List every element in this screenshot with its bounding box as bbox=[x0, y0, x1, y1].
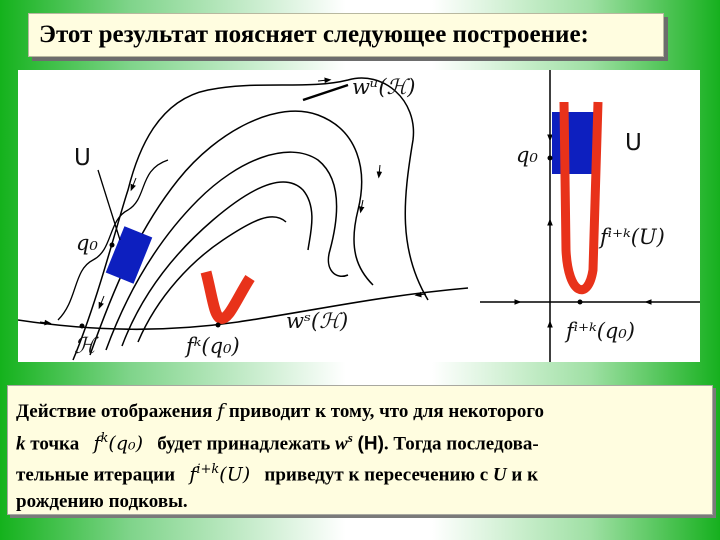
line1-text-a: Действие отображения bbox=[16, 401, 213, 422]
horseshoe-diagram: wᵘ(ℋ) U q₀ ℋ fᵏ(q₀) wˢ(ℋ) q₀ U fⁱ⁺ᵏ(U) f… bbox=[18, 70, 700, 362]
label-U-left: U bbox=[74, 145, 91, 171]
U-pointer-line bbox=[97, 169, 121, 241]
unstable-arrow-1 bbox=[317, 77, 332, 84]
line3-text-a: тельные итерации bbox=[16, 464, 176, 486]
label-fk-q0: fᵏ(q₀) bbox=[184, 334, 240, 358]
explanation-line-1: Действие отображения f приводит к тому, … bbox=[16, 400, 544, 423]
red-horseshoe-left bbox=[200, 270, 255, 324]
point-q0-left bbox=[109, 242, 115, 248]
point-q0-right bbox=[547, 155, 553, 161]
unstable-fold-inner bbox=[137, 216, 287, 343]
line2-math-sup: k bbox=[100, 431, 109, 446]
line3-U: U bbox=[492, 464, 507, 486]
slide-title: Этот результат поясняет следующее постро… bbox=[39, 21, 589, 48]
unstable-arrow-3 bbox=[376, 164, 383, 179]
unstable-arrow-2 bbox=[358, 199, 365, 214]
title-banner: Этот результат поясняет следующее постро… bbox=[28, 13, 664, 57]
line1-text-b: приводит к тому, что для некоторого bbox=[228, 401, 545, 422]
line2-math-f: f bbox=[93, 432, 101, 455]
neighborhood-U-left bbox=[105, 226, 153, 284]
unstable-fold-3 bbox=[121, 181, 313, 347]
wu-pointer-line bbox=[302, 83, 349, 102]
line3-math-sup: i+k bbox=[196, 462, 220, 477]
explanation-line-3: тельные итерации fi+k(U) приведут к пере… bbox=[16, 462, 538, 486]
explanation-panel: Действие отображения f приводит к тому, … bbox=[7, 385, 713, 515]
point-fik-q0 bbox=[577, 299, 583, 305]
label-ws: wˢ(ℋ) bbox=[286, 309, 348, 333]
line2-s: s bbox=[347, 430, 353, 445]
line1-math-f: f bbox=[217, 400, 225, 422]
label-U-right: U bbox=[625, 130, 642, 156]
unstable-arrow-5 bbox=[98, 295, 105, 310]
line2-text-b: будет принадлежать bbox=[157, 433, 331, 455]
diagram-svg: wᵘ(ℋ) U q₀ ℋ fᵏ(q₀) wˢ(ℋ) q₀ U fⁱ⁺ᵏ(U) f… bbox=[18, 70, 700, 362]
label-wu: wᵘ(ℋ) bbox=[352, 75, 416, 99]
unstable-arrow-4 bbox=[130, 177, 137, 192]
point-fk-q0 bbox=[215, 322, 221, 328]
label-fik-U: fⁱ⁺ᵏ(U) bbox=[598, 225, 665, 249]
line2-w: w bbox=[335, 433, 348, 455]
stable-arrow-left bbox=[39, 319, 52, 326]
label-q0-left: q₀ bbox=[76, 231, 98, 255]
line2-k: k bbox=[16, 433, 26, 455]
label-q0-right: q₀ bbox=[516, 143, 538, 167]
stable-manifold-curve bbox=[18, 287, 469, 331]
label-H: ℋ bbox=[74, 334, 99, 359]
line3-text-b: приведут к пересечению с bbox=[264, 464, 489, 486]
line2-text-c: . Тогда последова- bbox=[383, 433, 539, 455]
line2-text-a: точка bbox=[30, 433, 80, 455]
unstable-wavy-left bbox=[57, 159, 169, 321]
line3-math-f: f bbox=[189, 463, 197, 486]
label-fik-q0: fⁱ⁺ᵏ(q₀) bbox=[564, 319, 635, 343]
explanation-line-4: рождению подковы. bbox=[16, 491, 188, 512]
unstable-manifold-outer bbox=[72, 77, 429, 361]
unstable-fold-2 bbox=[105, 151, 349, 351]
red-horseshoe-right bbox=[559, 101, 603, 295]
line3-text-c: и к bbox=[511, 464, 539, 486]
line2-H: (H) bbox=[357, 433, 384, 455]
explanation-line-2: k точка fk(q₀) будет принадлежать ws (H)… bbox=[16, 430, 539, 455]
line2-math-arg: (q₀) bbox=[108, 432, 144, 455]
point-H bbox=[79, 323, 85, 329]
line3-math-arg: (U) bbox=[219, 463, 251, 486]
